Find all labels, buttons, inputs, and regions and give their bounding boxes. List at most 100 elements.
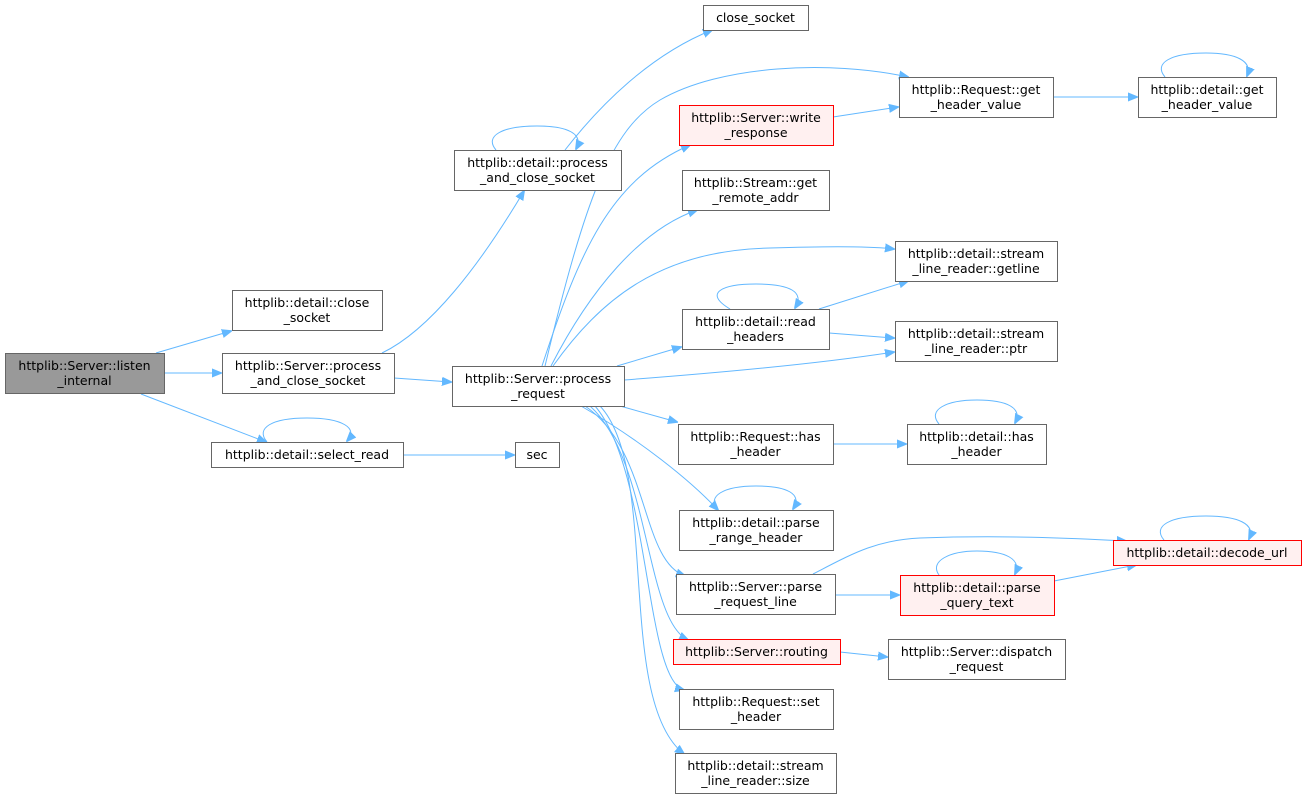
edge-process-request-to-request-get-header-value <box>544 67 908 367</box>
node-box <box>900 575 1055 616</box>
node-process-request[interactable]: httplib::Server::process_request <box>452 366 625 407</box>
node-label-line: httplib::detail::stream <box>908 326 1044 341</box>
node-label-line: httplib::detail::select_read <box>225 447 389 462</box>
node-parse-request-line[interactable]: httplib::Server::parse_request_line <box>676 574 836 615</box>
node-label-line: _socket <box>283 310 331 325</box>
node-label-line: _line_reader::size <box>700 773 810 788</box>
edge-detail-has-header-to-detail-has-header <box>934 399 1017 424</box>
edge-listen-internal-to-detail-close-socket <box>155 331 231 354</box>
edge-process-request-to-write-response <box>541 145 690 367</box>
node-label-line: _request_line <box>713 594 797 609</box>
node-box <box>679 105 834 146</box>
node-label-line: httplib::detail::decode_url <box>1126 545 1287 560</box>
edges-layer <box>140 30 1251 754</box>
node-read-headers[interactable]: httplib::detail::read_headers <box>682 309 830 350</box>
node-box <box>222 353 395 394</box>
node-detail-get-header-value[interactable]: httplib::detail::get_header_value <box>1138 77 1277 118</box>
edge-process-request-to-stream-line-reader-size <box>599 405 684 754</box>
node-box <box>211 442 404 468</box>
edge-detail-process-and-close-socket-to-detail-process-and-close-socket <box>491 125 578 150</box>
node-label-line: _headers <box>726 329 784 344</box>
node-stream-line-reader-getline[interactable]: httplib::detail::stream_line_reader::get… <box>895 241 1058 282</box>
node-label-line: _range_header <box>709 530 804 545</box>
node-sec[interactable]: sec <box>515 442 560 468</box>
node-label-line: _line_reader::ptr <box>924 341 1028 356</box>
node-label-line: httplib::Request::set <box>692 694 819 709</box>
edge-process-request-to-get-remote-addr <box>550 210 697 367</box>
node-label-line: _header_value <box>1161 97 1253 112</box>
node-close-socket[interactable]: close_socket <box>703 5 809 31</box>
node-box <box>675 753 837 794</box>
edge-process-request-to-request-has-header <box>619 405 677 422</box>
edge-parse-query-text-to-parse-query-text <box>936 550 1016 575</box>
edge-process-request-to-read-headers <box>616 347 681 367</box>
node-dispatch-request[interactable]: httplib::Server::dispatch_request <box>888 639 1066 680</box>
node-box <box>895 241 1058 282</box>
node-server-process-and-close-socket[interactable]: httplib::Server::process_and_close_socke… <box>222 353 395 394</box>
node-label-line: _line_reader::getline <box>911 261 1040 276</box>
node-box <box>899 77 1054 118</box>
node-request-get-header-value[interactable]: httplib::Request::get_header_value <box>899 77 1054 118</box>
node-label-line: httplib::Server::write <box>691 110 821 125</box>
node-request-has-header[interactable]: httplib::Request::has_header <box>678 424 834 465</box>
node-label-line: _internal <box>56 373 111 388</box>
node-label-line: _header <box>729 444 781 459</box>
node-label-line: httplib::detail::close <box>245 295 370 310</box>
node-label-line: _remote_addr <box>711 190 799 205</box>
edge-read-headers-to-read-headers <box>716 283 798 309</box>
edge-process-request-to-parse-request-line <box>584 405 685 576</box>
node-detail-process-and-close-socket[interactable]: httplib::detail::process_and_close_socke… <box>454 150 622 191</box>
node-label-line: httplib::Stream::get <box>694 175 817 190</box>
edge-server-process-and-close-socket-to-detail-process-and-close-socket <box>381 191 524 354</box>
node-get-remote-addr[interactable]: httplib::Stream::get_remote_addr <box>682 170 830 211</box>
node-detail-close-socket[interactable]: httplib::detail::close_socket <box>232 290 383 331</box>
edge-write-response-to-request-get-header-value <box>832 107 898 118</box>
node-detail-has-header[interactable]: httplib::detail::has_header <box>907 424 1047 465</box>
node-label-line: httplib::detail::read <box>695 314 816 329</box>
node-write-response[interactable]: httplib::Server::write_response <box>679 105 834 146</box>
node-label-line: httplib::detail::has <box>919 429 1034 444</box>
node-label-line: httplib::Server::listen <box>18 358 150 373</box>
node-label-line: close_socket <box>716 10 795 25</box>
node-label-line: httplib::Server::parse <box>689 579 822 594</box>
node-label-line: _and_close_socket <box>479 170 595 185</box>
edge-process-request-to-request-set-header <box>594 405 684 690</box>
node-label-line: _header_value <box>930 97 1022 112</box>
node-box <box>1113 540 1302 566</box>
node-label-line: httplib::Server::routing <box>685 644 828 659</box>
node-box <box>682 309 830 350</box>
node-listen-internal[interactable]: httplib::Server::listen_internal <box>5 353 165 394</box>
edge-read-headers-to-stream-line-reader-getline <box>818 281 908 310</box>
node-select-read[interactable]: httplib::detail::select_read <box>211 442 404 468</box>
node-label-line: httplib::Server::process <box>465 371 611 386</box>
node-box <box>515 442 560 468</box>
node-label-line: _request <box>510 386 565 401</box>
node-routing[interactable]: httplib::Server::routing <box>673 639 841 665</box>
node-box <box>232 290 383 331</box>
edge-parse-query-text-to-decode-url <box>1053 565 1136 582</box>
node-box <box>703 5 809 31</box>
edge-detail-process-and-close-socket-to-close-socket <box>564 30 712 151</box>
node-box <box>673 639 841 665</box>
node-parse-query-text[interactable]: httplib::detail::parse_query_text <box>900 575 1055 616</box>
node-decode-url[interactable]: httplib::detail::decode_url <box>1113 540 1302 566</box>
edge-parse-request-line-to-decode-url <box>812 537 1126 575</box>
node-label-line: httplib::detail::parse <box>692 515 820 530</box>
node-box <box>907 424 1047 465</box>
edge-select-read-to-select-read <box>262 417 351 442</box>
node-stream-line-reader-size[interactable]: httplib::detail::stream_line_reader::siz… <box>675 753 837 794</box>
node-request-set-header[interactable]: httplib::Request::set_header <box>679 689 834 730</box>
node-box <box>5 353 165 394</box>
node-box <box>888 639 1066 680</box>
node-box <box>678 424 834 465</box>
node-label-line: _request <box>949 659 1004 674</box>
node-label-line: httplib::Request::get <box>912 82 1041 97</box>
node-parse-range-header[interactable]: httplib::detail::parse_range_header <box>679 510 834 551</box>
edge-detail-get-header-value-to-detail-get-header-value <box>1160 52 1248 77</box>
node-stream-line-reader-ptr[interactable]: httplib::detail::stream_line_reader::ptr <box>895 321 1058 362</box>
node-box <box>452 366 625 407</box>
node-label-line: httplib::Server::dispatch <box>901 644 1052 659</box>
node-label-line: _header <box>950 444 1002 459</box>
node-label-line: httplib::detail::get <box>1150 82 1263 97</box>
